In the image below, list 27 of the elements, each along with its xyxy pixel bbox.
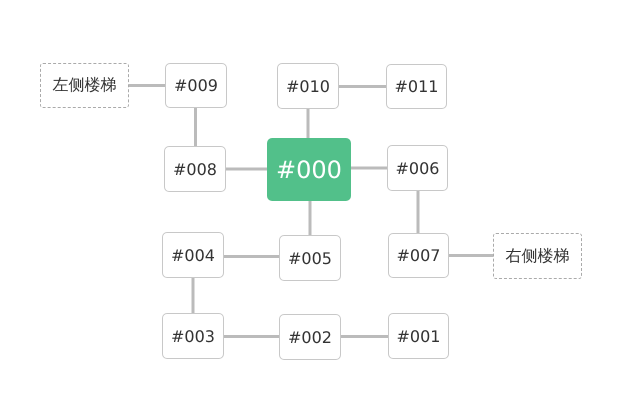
room-box: #010 [277,63,339,109]
connector-line [129,84,165,87]
stair-box: 右侧楼梯 [493,233,582,279]
room-box: #001 [388,313,449,359]
room-box: #009 [165,63,227,108]
room-box: #004 [162,232,224,278]
room-box: #006 [387,145,448,191]
connector-line [449,254,493,257]
room-box: #011 [386,64,447,109]
room-box: #005 [279,235,341,281]
room-box: #003 [162,313,224,359]
connector-line [308,201,312,235]
connector-line [306,109,310,138]
room-box: #008 [164,146,226,192]
stair-box: 左侧楼梯 [40,63,129,108]
connector-line [416,191,420,233]
connector-line [339,85,386,88]
room-box: #007 [388,233,449,278]
connector-line [194,108,197,146]
connector-line [192,278,194,313]
connector-line [224,335,279,338]
connector-line [351,166,387,170]
room-box: #002 [279,314,341,360]
connector-line [226,168,267,170]
connector-line [341,335,388,338]
center-box: #000 [267,138,351,201]
connector-line [224,255,279,258]
